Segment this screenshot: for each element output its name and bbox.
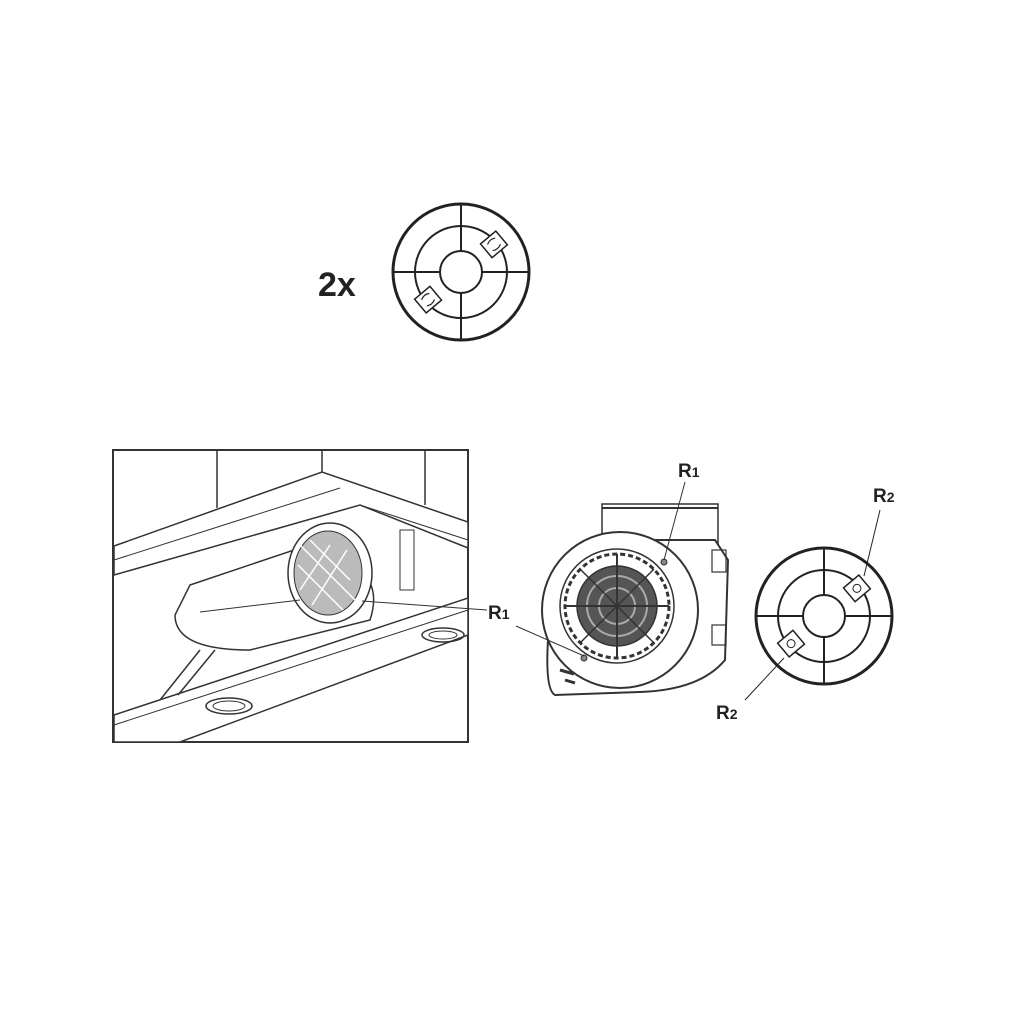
carbon-filter-top [391, 202, 531, 342]
r1-leader-right [663, 481, 686, 561]
quantity-label: 2x [318, 266, 356, 304]
blower-motor [515, 481, 730, 697]
r2-label-bottom: R2 [716, 703, 738, 724]
filter-tab [413, 285, 443, 315]
r2-leader-bottom [744, 657, 785, 701]
r1-leader-left [361, 600, 488, 611]
carbon-filter-right [744, 509, 894, 701]
filter-tab [479, 229, 509, 259]
hood-installation-view [112, 449, 488, 743]
r2-label-top: R2 [873, 486, 895, 507]
r2-leader-top [863, 509, 881, 577]
r1-label-right: R1 [678, 461, 700, 482]
r1-label-left: R1 [488, 603, 510, 624]
